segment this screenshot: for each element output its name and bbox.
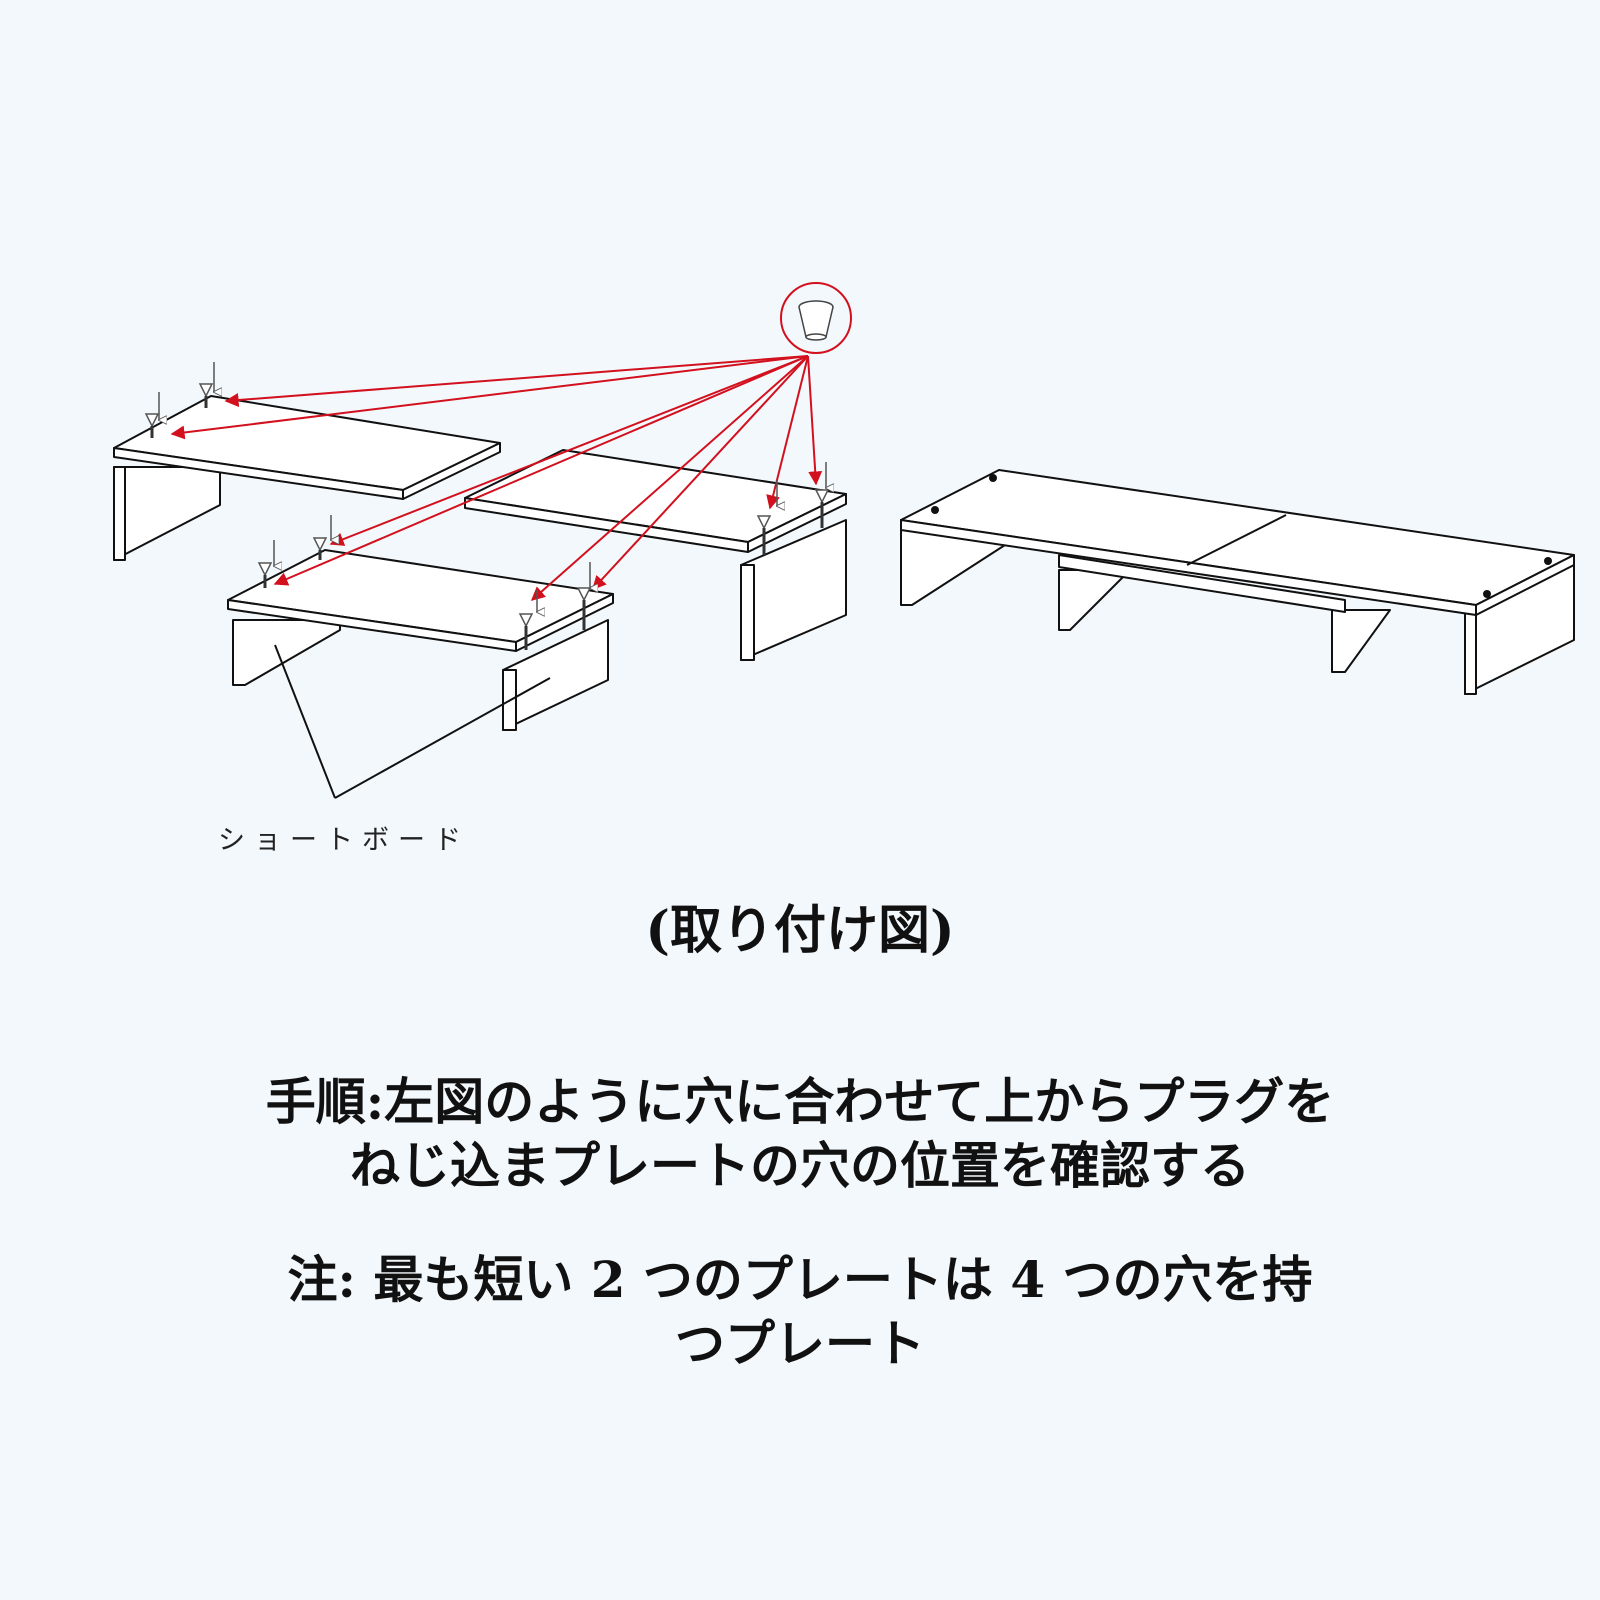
screw-icon: [144, 362, 828, 650]
board-c: [227, 549, 614, 731]
note-line-1: 注: 最も短い 2 つのプレートは 4 つの穴を持: [287, 1250, 1313, 1309]
plug-icon: [798, 300, 834, 341]
instructions-line-2: ねじ込まプレートの穴の位置を確認する: [350, 1136, 1250, 1195]
assembled-stand: [900, 469, 1575, 695]
plug-callout: [780, 282, 852, 354]
note-text: 注: 最も短い 2 つのプレートは 4 つの穴を持 つプレート: [100, 1248, 1500, 1376]
board-a: [113, 395, 501, 561]
figure-title: (取り付け図): [645, 900, 955, 961]
assembly-diagram: [113, 282, 1575, 799]
instructions-line-1: 手順:左図のように穴に合わせて上からプラグを: [265, 1072, 1335, 1131]
instructions-text: 手順:左図のように穴に合わせて上からプラグを ねじ込まプレートの穴の位置を確認す…: [100, 1070, 1500, 1198]
short-board-leader: [274, 644, 551, 799]
short-board-label: ショートボード: [218, 825, 470, 856]
note-line-2: つプレート: [675, 1314, 925, 1373]
